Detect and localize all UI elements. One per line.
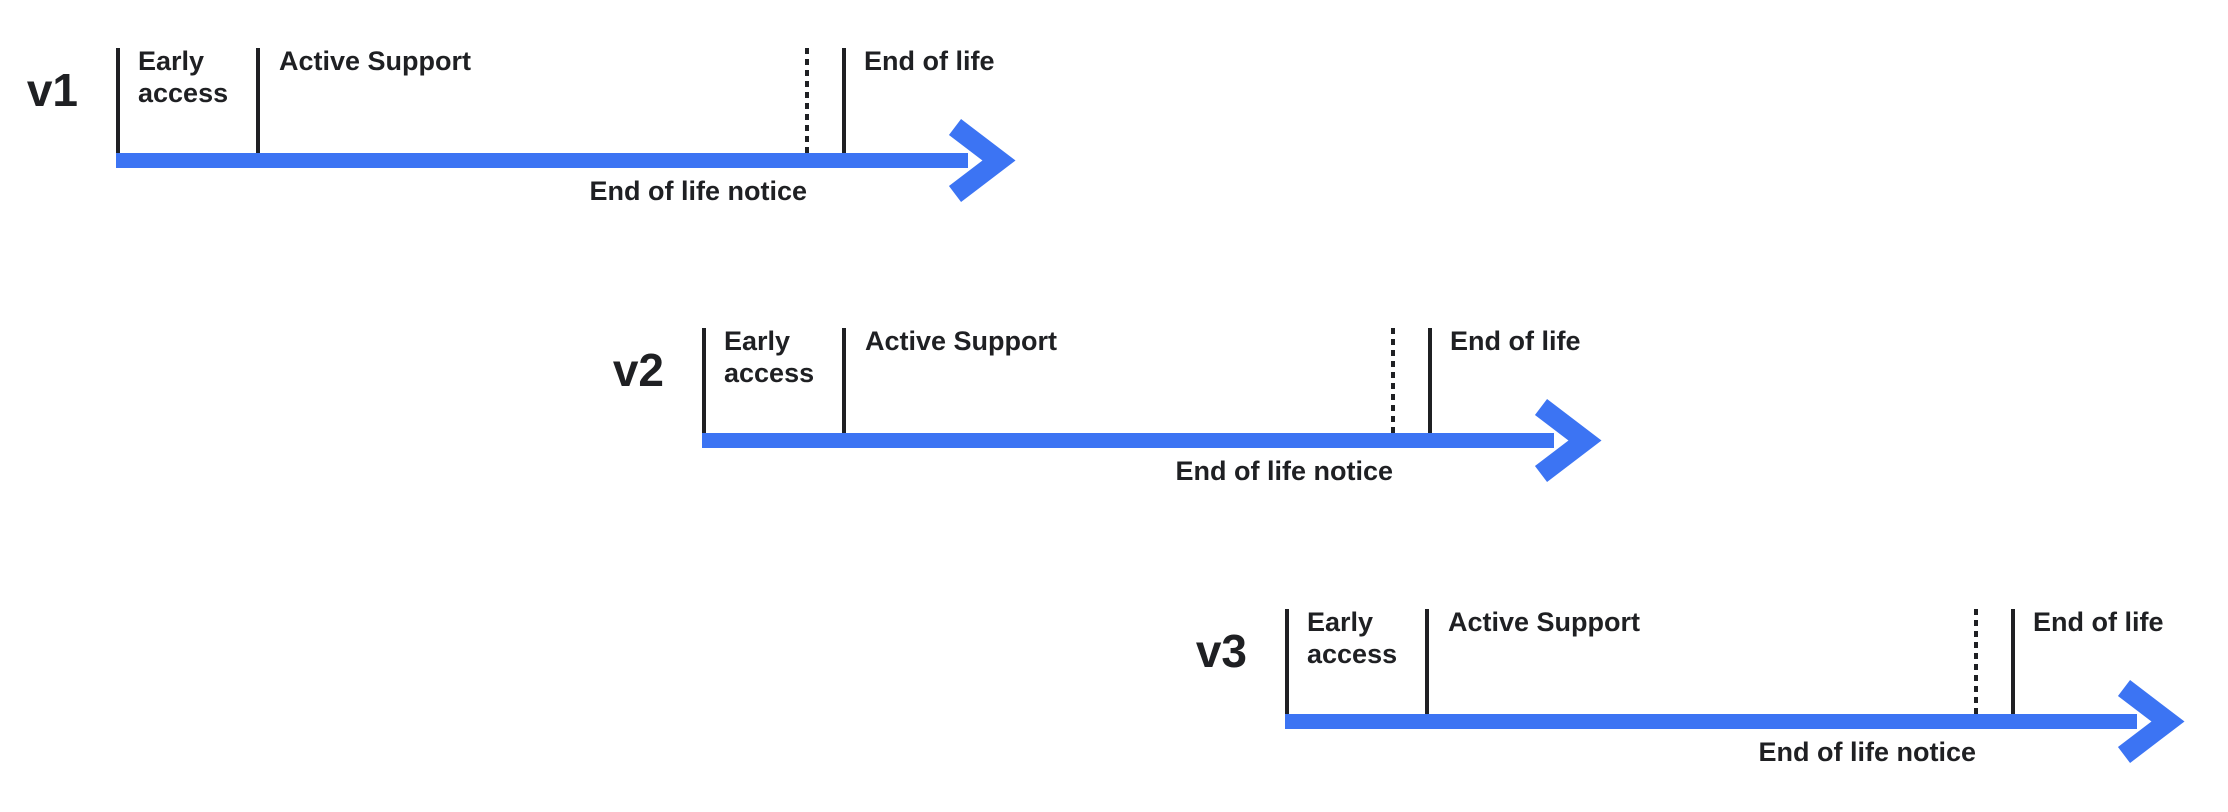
phase-label-end-of-life: End of life: [1450, 326, 1581, 356]
end-of-life-notice-label: End of life notice: [1758, 737, 1976, 767]
timeline-arrow: [702, 399, 1602, 482]
timeline-arrow: [1285, 680, 2185, 763]
phase-label-early-access: Early access: [1307, 607, 1398, 669]
phase-label-early-access: Early access: [724, 326, 815, 388]
version-label: v1: [26, 64, 78, 116]
end-of-life-tick: [1428, 328, 1432, 433]
version-label: v3: [1195, 625, 1247, 677]
version-label: v2: [612, 344, 664, 396]
active-support-start-tick: [1425, 609, 1429, 714]
active-support-start-tick: [256, 48, 260, 153]
phase-label-active-support: Active Support: [865, 326, 1058, 356]
early-access-start-tick: [116, 48, 120, 153]
end-of-life-notice-dashed-line: [1974, 609, 1978, 714]
phase-label-end-of-life: End of life: [864, 46, 995, 76]
early-access-start-tick: [702, 328, 706, 433]
phase-label-active-support: Active Support: [279, 46, 472, 76]
end-of-life-tick: [842, 48, 846, 153]
end-of-life-tick: [2011, 609, 2015, 714]
timeline-row-v1: v1 Early access Active Support End of li…: [27, 46, 1058, 228]
end-of-life-notice-label: End of life notice: [589, 176, 807, 206]
timeline-arrow: [116, 119, 1016, 202]
end-of-life-notice-dashed-line: [805, 48, 809, 153]
phase-label-active-support: Active Support: [1448, 607, 1641, 637]
timeline-row-v3: v3 Early access Active Support End of li…: [1196, 607, 2227, 789]
active-support-start-tick: [842, 328, 846, 433]
end-of-life-notice-label: End of life notice: [1175, 456, 1393, 486]
phase-label-end-of-life: End of life: [2033, 607, 2164, 637]
phase-label-early-access: Early access: [138, 46, 229, 108]
timeline-row-v2: v2 Early access Active Support End of li…: [613, 326, 1644, 508]
early-access-start-tick: [1285, 609, 1289, 714]
end-of-life-notice-dashed-line: [1391, 328, 1395, 433]
